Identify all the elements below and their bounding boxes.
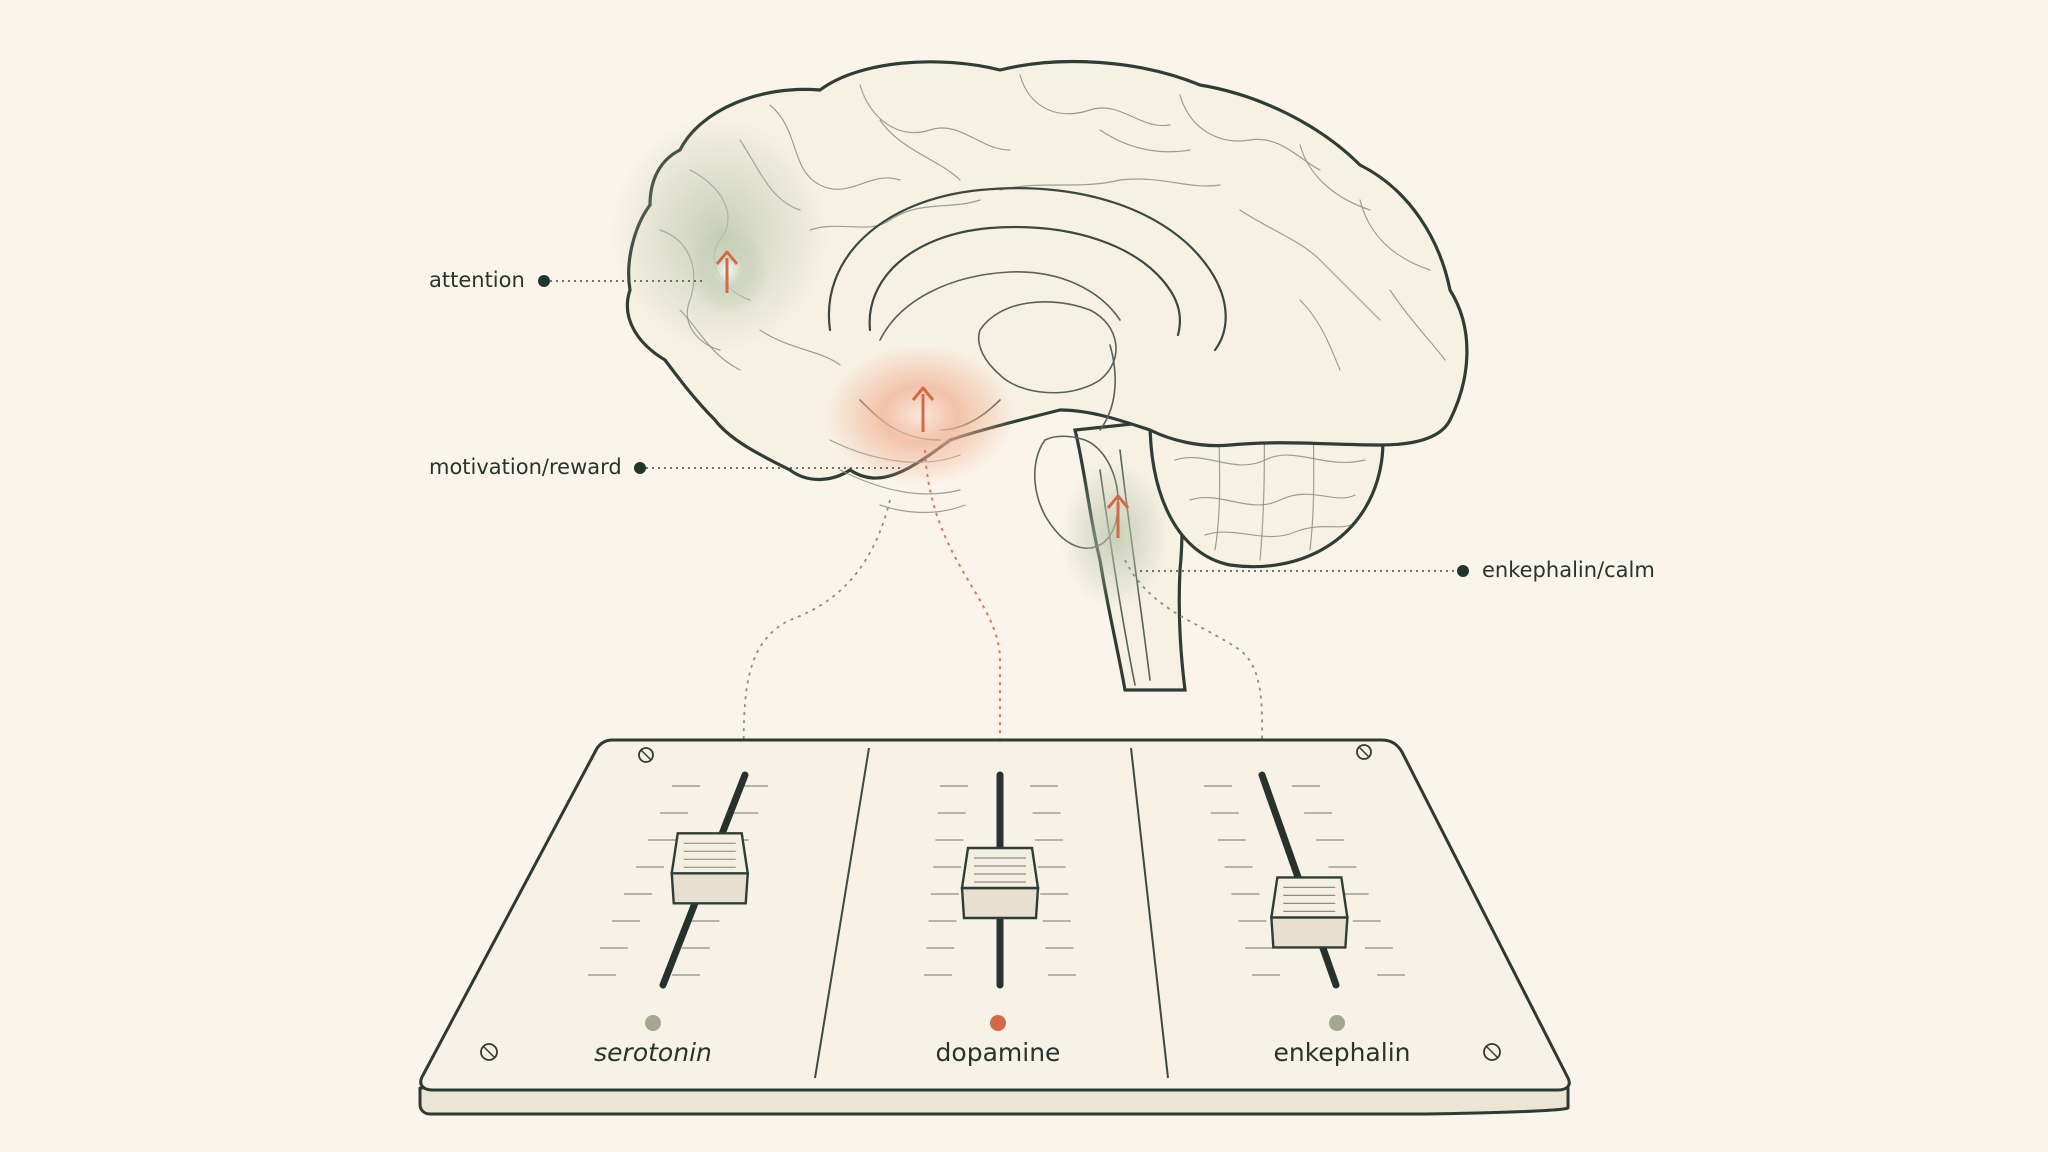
- motivation-callout: [634, 462, 900, 474]
- fornix: [879, 271, 1121, 341]
- channel-divider-2: [1130, 747, 1169, 1079]
- enkephalin-indicator-dot: [1329, 1015, 1345, 1031]
- motivation-callout-dot: [634, 462, 646, 474]
- attention-callout: [538, 275, 705, 287]
- dopamine-fader-knob[interactable]: [960, 846, 1040, 920]
- serotonin-fader-knob[interactable]: [670, 832, 750, 905]
- reward-glow: [825, 345, 1015, 485]
- enkephalin-callout-dot: [1457, 565, 1469, 577]
- serotonin-fader[interactable]: [588, 771, 768, 1031]
- enkephalin-calm-label: enkephalin/calm: [1482, 558, 1655, 582]
- calm-up-arrow-icon: [1106, 494, 1130, 538]
- screw-top-right: [1356, 744, 1372, 760]
- fader-channels: [588, 771, 1405, 1031]
- dopamine-label: dopamine: [935, 1038, 1061, 1067]
- enkephalin-callout: [1140, 565, 1469, 577]
- attention-callout-dot: [538, 275, 550, 287]
- motivation-reward-label: motivation/reward: [429, 455, 622, 479]
- serotonin-connector: [742, 499, 891, 761]
- channel-divider-1: [814, 747, 870, 1079]
- serotonin-label: serotonin: [594, 1038, 712, 1067]
- attention-label: attention: [429, 268, 525, 292]
- cerebrum-outline: [625, 60, 1469, 482]
- dopamine-fader[interactable]: [924, 771, 1076, 1031]
- brainstem-glow: [1060, 460, 1170, 610]
- dopamine-indicator-dot: [990, 1015, 1006, 1031]
- attention-up-arrow-icon: [715, 250, 739, 293]
- enkephalin-fader[interactable]: [1204, 771, 1405, 1031]
- reward-up-arrow-icon: [911, 386, 935, 432]
- corpus-callosum: [827, 187, 1227, 352]
- board-edge: [418, 1086, 1570, 1116]
- screw-bottom-right: [1483, 1043, 1501, 1061]
- brain-illustration: [625, 60, 1469, 692]
- corpus-callosum-inner: [868, 226, 1181, 337]
- enkephalin-fader-knob[interactable]: [1269, 876, 1349, 949]
- thalamus: [978, 301, 1117, 394]
- screw-top-left: [638, 747, 654, 763]
- enkephalin-connector: [1124, 559, 1264, 756]
- serotonin-indicator-dot: [645, 1015, 661, 1031]
- dopamine-connector: [924, 449, 1001, 765]
- enkephalin-label: enkephalin: [1273, 1038, 1411, 1067]
- screw-bottom-left: [480, 1043, 498, 1061]
